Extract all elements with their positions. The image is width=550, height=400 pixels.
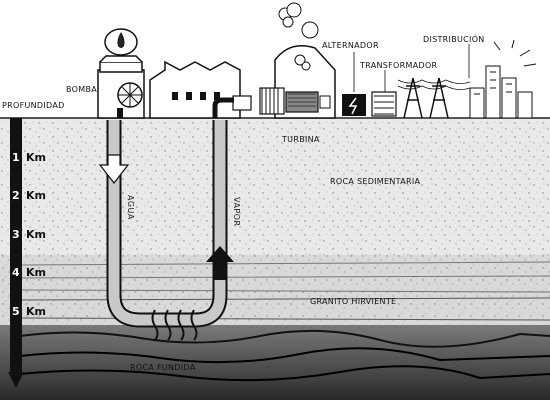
- turbine-machine: [232, 87, 331, 115]
- label-turbina: TURBINA: [281, 135, 320, 144]
- depth-1-unit: Km: [26, 151, 46, 164]
- heat-waves: [151, 309, 198, 341]
- water-arrow-down: [98, 154, 130, 184]
- depth-3-unit: Km: [26, 228, 46, 241]
- label-roca-sedimentaria: ROCA SEDIMENTARIA: [330, 177, 421, 186]
- well-pipe: [106, 120, 228, 328]
- transformer: [371, 70, 397, 117]
- alternator: [342, 52, 366, 116]
- label-agua: AGUA: [126, 195, 135, 220]
- label-alternador: ALTERNADOR: [322, 41, 379, 50]
- depth-markers: 1 Km 2 Km 3 Km 4 Km 5 Km: [12, 151, 46, 318]
- depth-5-unit: Km: [26, 305, 46, 318]
- label-granito-hirviente: GRANITO HIRVIENTE: [310, 297, 396, 306]
- power-pylons: [397, 44, 471, 119]
- city-buildings: [469, 39, 537, 119]
- label-transformador: TRANSFORMADOR: [359, 61, 438, 70]
- depth-3-number: 3: [12, 228, 20, 241]
- depth-4-number: 4: [12, 266, 20, 279]
- depth-ruler: [8, 118, 24, 388]
- depth-1-number: 1: [12, 151, 20, 164]
- ground-layers: [0, 117, 550, 400]
- label-vapor: VAPOR: [232, 197, 241, 227]
- label-bomba: BOMBA: [66, 85, 97, 94]
- pump-house: [97, 28, 145, 119]
- label-distribucion: DISTRIBUCIÓN: [423, 33, 485, 44]
- depth-2-number: 2: [12, 189, 20, 202]
- factory-building: [149, 60, 241, 119]
- label-roca-fundida: ROCA FUNDIDA: [130, 363, 196, 372]
- vapor-arrow-up: [206, 246, 234, 280]
- depth-4-unit: Km: [26, 266, 46, 279]
- depth-5-number: 5: [12, 305, 20, 318]
- surface-pipes: [117, 97, 234, 118]
- depth-2-unit: Km: [26, 189, 46, 202]
- label-profundidad: PROFUNDIDAD: [2, 101, 65, 110]
